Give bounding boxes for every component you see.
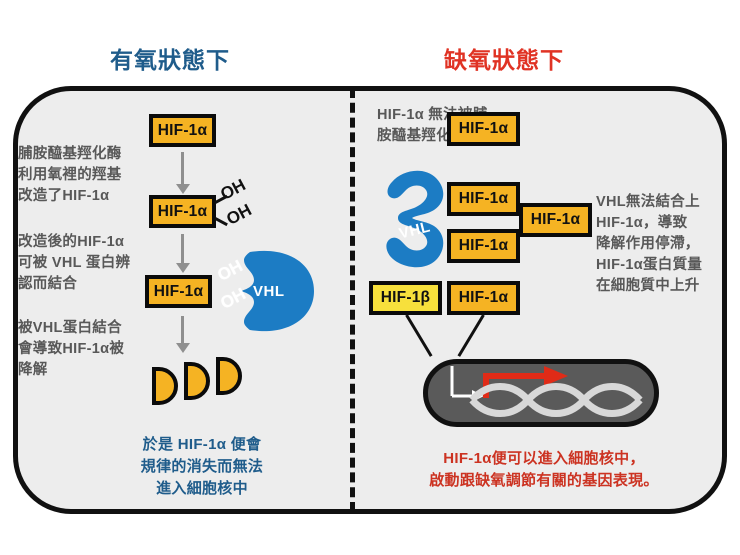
left-step-3-text: 被VHL蛋白結合 會導致HIF-1α被 降解 — [18, 320, 125, 378]
right-hif1a-box-1: HIF-1α — [447, 112, 520, 146]
nucleus-capsule — [423, 359, 659, 427]
right-note-side-text: VHL無法結合上 HIF-1α，導致 降解作用停滯， HIF-1α蛋白質量 在細… — [596, 194, 703, 294]
vhl-blob-label: VHL — [253, 283, 285, 300]
transcription-arrowhead — [544, 366, 568, 386]
right-hif1a-box-2: HIF-1α — [447, 182, 520, 216]
right-hif1a-box-4: HIF-1α — [519, 203, 592, 237]
vhl-binding-blob — [242, 250, 314, 332]
left-hif1a-box-1: HIF-1α — [149, 114, 216, 147]
left-arrow-2 — [175, 234, 190, 273]
right-hif1a-box-3: HIF-1α — [447, 229, 520, 263]
nucleus-contents — [450, 366, 643, 417]
left-step-2-text: 改造後的HIF-1α 可被 VHL 蛋白辨 認而結合 — [18, 234, 131, 292]
right-hif1b-box: HIF-1β — [369, 281, 442, 315]
dna-strand-b — [469, 383, 643, 417]
right-hif1a-box-5: HIF-1α — [447, 281, 520, 315]
aerobic-panel-title: 有氧狀態下 — [110, 47, 230, 73]
left-conclusion-text: 於是 HIF-1α 便會 規律的消失而無法 進入細胞核中 — [140, 436, 264, 497]
left-hif1a-box-3: HIF-1α — [145, 275, 212, 308]
left-arrow-3 — [175, 316, 190, 353]
left-hif1a-box-2: HIF-1α — [149, 195, 216, 228]
right-conclusion-text: HIF-1α便可以進入細胞核中， 啟動跟缺氧調節有關的基因表現。 — [429, 450, 659, 489]
dna-strand-a — [469, 383, 643, 417]
left-arrow-1 — [175, 152, 190, 194]
hypoxic-panel-title: 缺氧狀態下 — [444, 47, 564, 73]
free-vhl-blob — [386, 170, 444, 268]
panel-divider — [350, 88, 355, 512]
left-step-1-text: 脯胺醯基羥化酶 利用氧裡的羥基 改造了HIF-1α — [18, 146, 122, 204]
